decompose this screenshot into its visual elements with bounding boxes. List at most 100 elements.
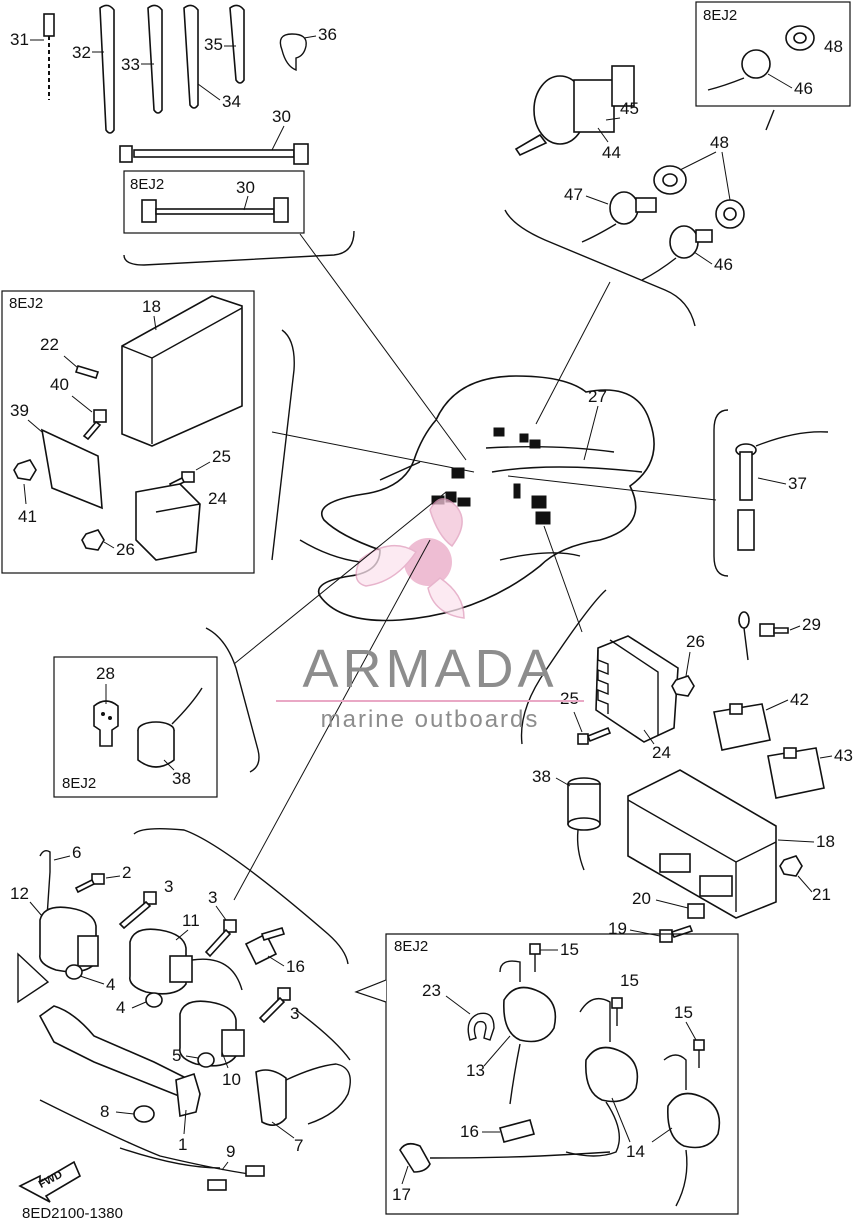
callout-29: 29 — [802, 615, 821, 634]
callout-48: 48 — [710, 133, 729, 152]
variant-label-capacitor: 8EJ2 — [62, 775, 96, 792]
part-21-nut — [779, 855, 803, 877]
callout-36: 36 — [318, 25, 337, 44]
callout-42: 42 — [790, 690, 809, 709]
part-3-bolt-b — [204, 919, 237, 958]
right-electrical-group: 26 25 24 29 42 43 3 — [520, 589, 853, 943]
callout-43: 43 — [834, 746, 853, 765]
part-20-grommet — [687, 903, 705, 919]
part-14-coil-b — [663, 1054, 721, 1207]
part-9-harness — [39, 1099, 265, 1191]
part-26-nut — [671, 675, 695, 697]
group-bracket-bottom-left — [133, 827, 349, 965]
part-35-tie — [229, 4, 245, 84]
part-4-collar-b — [145, 992, 163, 1008]
cable-ties-group: 31 32 33 34 35 36 30 — [10, 4, 337, 165]
callout-24: 24 — [652, 743, 671, 762]
callout-22: 22 — [40, 335, 59, 354]
part-15-screw-b — [611, 997, 623, 1026]
callout-38: 38 — [532, 767, 551, 786]
callout-15-b: 15 — [620, 971, 639, 990]
callout-6: 6 — [72, 843, 81, 862]
leader-lines — [233, 233, 717, 901]
callout-48-variant: 48 — [824, 37, 843, 56]
part-5-collar — [197, 1052, 215, 1068]
variant-label-button: 8EJ2 — [703, 7, 737, 24]
part-37-sensor — [735, 431, 829, 551]
callout-26-variant: 26 — [116, 540, 135, 559]
callout-40: 40 — [50, 375, 69, 394]
part-16-cap-variant — [499, 1119, 535, 1143]
part-38-capacitor — [567, 777, 601, 871]
variant-box-button — [695, 1, 851, 107]
callout-25-variant: 25 — [212, 447, 231, 466]
callout-28: 28 — [96, 664, 115, 683]
callout-7: 7 — [294, 1136, 303, 1155]
callout-3-b: 3 — [208, 888, 217, 907]
callout-41: 41 — [18, 507, 37, 526]
part-33-tie — [147, 4, 163, 114]
callout-35: 35 — [204, 35, 223, 54]
part-18-cdi-variant — [121, 295, 243, 447]
callout-13: 13 — [466, 1061, 485, 1080]
part-37-group: 37 — [713, 409, 829, 577]
part-2-screw — [74, 873, 105, 894]
cdi-variant-box: 8EJ2 18 22 — [1, 290, 255, 574]
callout-44: 44 — [602, 143, 621, 162]
callout-37: 37 — [788, 474, 807, 493]
callout-18: 18 — [816, 832, 835, 851]
callout-16-variant: 16 — [460, 1122, 479, 1141]
part-42-relay — [713, 703, 771, 751]
callout-27: 27 — [588, 387, 607, 406]
part-28-connector — [93, 700, 119, 747]
part-15-screw-a — [529, 943, 541, 972]
group-bracket-right — [520, 589, 607, 745]
part-39-bracket — [40, 428, 103, 510]
part-11-coil — [129, 928, 243, 995]
callout-25: 25 — [560, 689, 579, 708]
part-22-screw — [74, 365, 100, 379]
callout-15-c: 15 — [674, 1003, 693, 1022]
callout-10: 10 — [222, 1070, 241, 1089]
part-6-clamp — [39, 849, 51, 933]
part-16-cap — [244, 927, 286, 966]
part-23-clip — [467, 1012, 495, 1041]
part-24-regulator-variant — [135, 483, 201, 561]
callout-4-b: 4 — [116, 998, 125, 1017]
callout-30: 30 — [272, 107, 291, 126]
callout-18-variant: 18 — [142, 297, 161, 316]
part-46-button-variant — [707, 49, 771, 91]
variant-box-capacitor: 28 38 8EJ2 — [53, 627, 260, 798]
callout-3-c: 3 — [290, 1004, 299, 1023]
callout-32: 32 — [72, 43, 91, 62]
part-40-screw — [82, 409, 107, 441]
part-17-plug-cap — [399, 1142, 611, 1173]
variant-label: 8EJ2 — [130, 176, 164, 193]
callout-5: 5 — [172, 1046, 181, 1065]
part-41-nut — [13, 459, 37, 481]
callout-33: 33 — [121, 55, 140, 74]
part-7-plug-cap — [255, 1009, 351, 1126]
part-10-coil — [179, 1000, 245, 1067]
callout-39: 39 — [10, 401, 29, 420]
part-44-switch — [514, 65, 635, 157]
callout-31: 31 — [10, 30, 29, 49]
bottom-coil-bracket — [38, 1005, 195, 1104]
callout-16: 16 — [286, 957, 305, 976]
variant-label-coils: 8EJ2 — [394, 938, 428, 955]
part-31-band — [43, 13, 55, 100]
part-34-tie — [183, 4, 199, 109]
group-bracket-top-left — [123, 230, 355, 266]
callout-46-variant: 46 — [794, 79, 813, 98]
part-12-coil — [17, 906, 99, 1004]
part-3-bolt-a — [118, 891, 157, 930]
callout-17: 17 — [392, 1185, 411, 1204]
part-4-collar-a — [65, 964, 83, 980]
part-13-coil — [499, 960, 557, 1105]
callout-30-variant: 30 — [236, 178, 255, 197]
variant-label-cdi: 8EJ2 — [9, 295, 43, 312]
callout-11: 11 — [182, 911, 200, 930]
part-36-clip — [279, 33, 307, 72]
figure-code: 8ED2100-1380 — [22, 1205, 123, 1222]
